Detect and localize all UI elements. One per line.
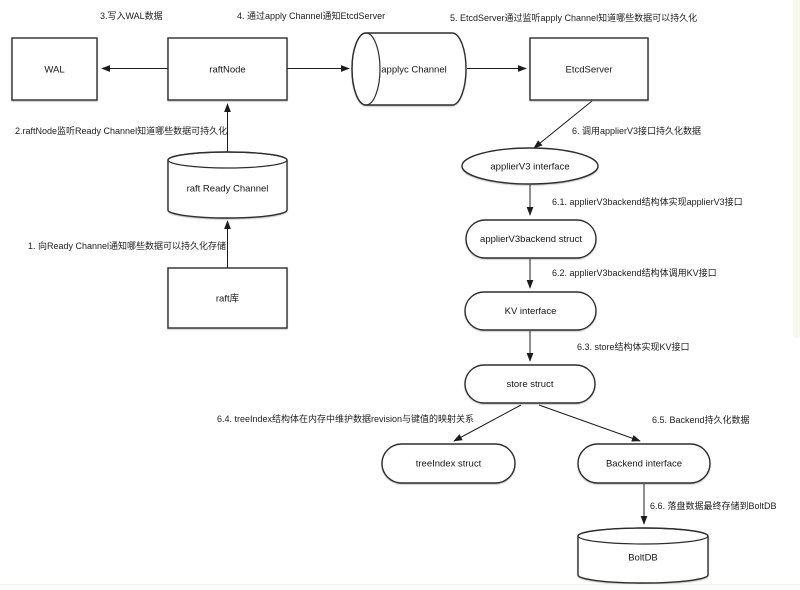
annotation-step-6-1: 6.1. applierV3backend结构体实现applierV3接口: [552, 196, 743, 207]
edge-store-struct-to-backend-interface: [538, 404, 641, 442]
annotation-step-1: 1. 向Ready Channel通知哪些数据可以持久化存储: [28, 240, 226, 251]
annotation-step-2: 2.raftNode监听Ready Channel知道哪些数据可持久化: [15, 125, 227, 136]
node-etcdserver-label: EtcdServer: [566, 65, 613, 76]
annotation-step-6-3: 6.3. store结构体实现KV接口: [577, 341, 690, 352]
node-raftlib-label: raft库: [216, 293, 240, 305]
annotation-step-6-4: 6.4. treeIndex结构体在内存中维护数据revision与键值的映射关…: [217, 413, 474, 424]
node-boltdb-label: BoltDB: [628, 553, 658, 564]
node-kv-interface-label: KV interface: [505, 306, 557, 317]
page-bottom-edge: [0, 584, 800, 590]
node-raftnode-label: raftNode: [209, 65, 245, 76]
node-wal-label: WAL: [44, 65, 64, 76]
annotation-step-3: 3.写入WAL数据: [100, 10, 163, 21]
node-applyc-channel-rim: [351, 32, 381, 106]
edge-store-struct-to-treeindex: [453, 404, 522, 442]
node-treeindex-struct-shape: [381, 443, 516, 484]
annotation-step-4: 4. 通过apply Channel通知EtcdServer: [237, 10, 385, 21]
edges-group: [101, 65, 648, 525]
annotation-step-6-5: 6.5. Backend持久化数据: [652, 414, 750, 425]
annotation-step-6-2: 6.2. applierV3backend结构体调用KV接口: [552, 267, 717, 278]
node-boltdb-rim: [577, 527, 709, 545]
annotation-step-5: 5. EtcdServer通过监听apply Channel知道哪些数据可以持久…: [450, 12, 697, 23]
node-applierv3backend-struct-label: applierV3backend struct: [480, 234, 582, 245]
node-raftlib-shape: [167, 267, 288, 329]
annotation-step-6: 6. 调用applierV3接口持久化数据: [572, 125, 701, 136]
node-applierv3backend-struct-shape: [465, 219, 597, 259]
page-edge-strip: [793, 0, 800, 338]
node-backend-interface-label: Backend interface: [606, 459, 682, 470]
node-store-struct-shape: [464, 364, 596, 404]
node-kv-interface-shape: [464, 291, 597, 331]
node-applierv3-interface-label: applierV3 interface: [490, 162, 569, 173]
node-applierv3-interface-shape: [461, 147, 599, 185]
node-store-struct-label: store struct: [507, 379, 554, 390]
node-treeindex-struct-label: treeIndex struct: [416, 459, 482, 470]
node-ready-channel-label: raft Ready Channel: [187, 184, 269, 195]
node-wal-shape: [11, 37, 98, 101]
annotations-group: 3.写入WAL数据 4. 通过apply Channel通知EtcdServer…: [15, 10, 777, 511]
node-applyc-channel-label: applyc Channel: [381, 65, 447, 76]
node-raftnode-shape: [167, 37, 288, 101]
node-ready-channel-rim: [167, 151, 288, 169]
edge-etcdserver-to-applierv3-interface: [533, 100, 593, 149]
node-etcdserver-shape: [529, 37, 649, 101]
node-backend-interface-shape: [577, 443, 711, 484]
nodes-group: WAL raftNode applyc Channel EtcdServer r…: [11, 32, 711, 584]
annotation-step-6-6: 6.6. 落盘数据最终存储到BoltDB: [650, 500, 777, 511]
